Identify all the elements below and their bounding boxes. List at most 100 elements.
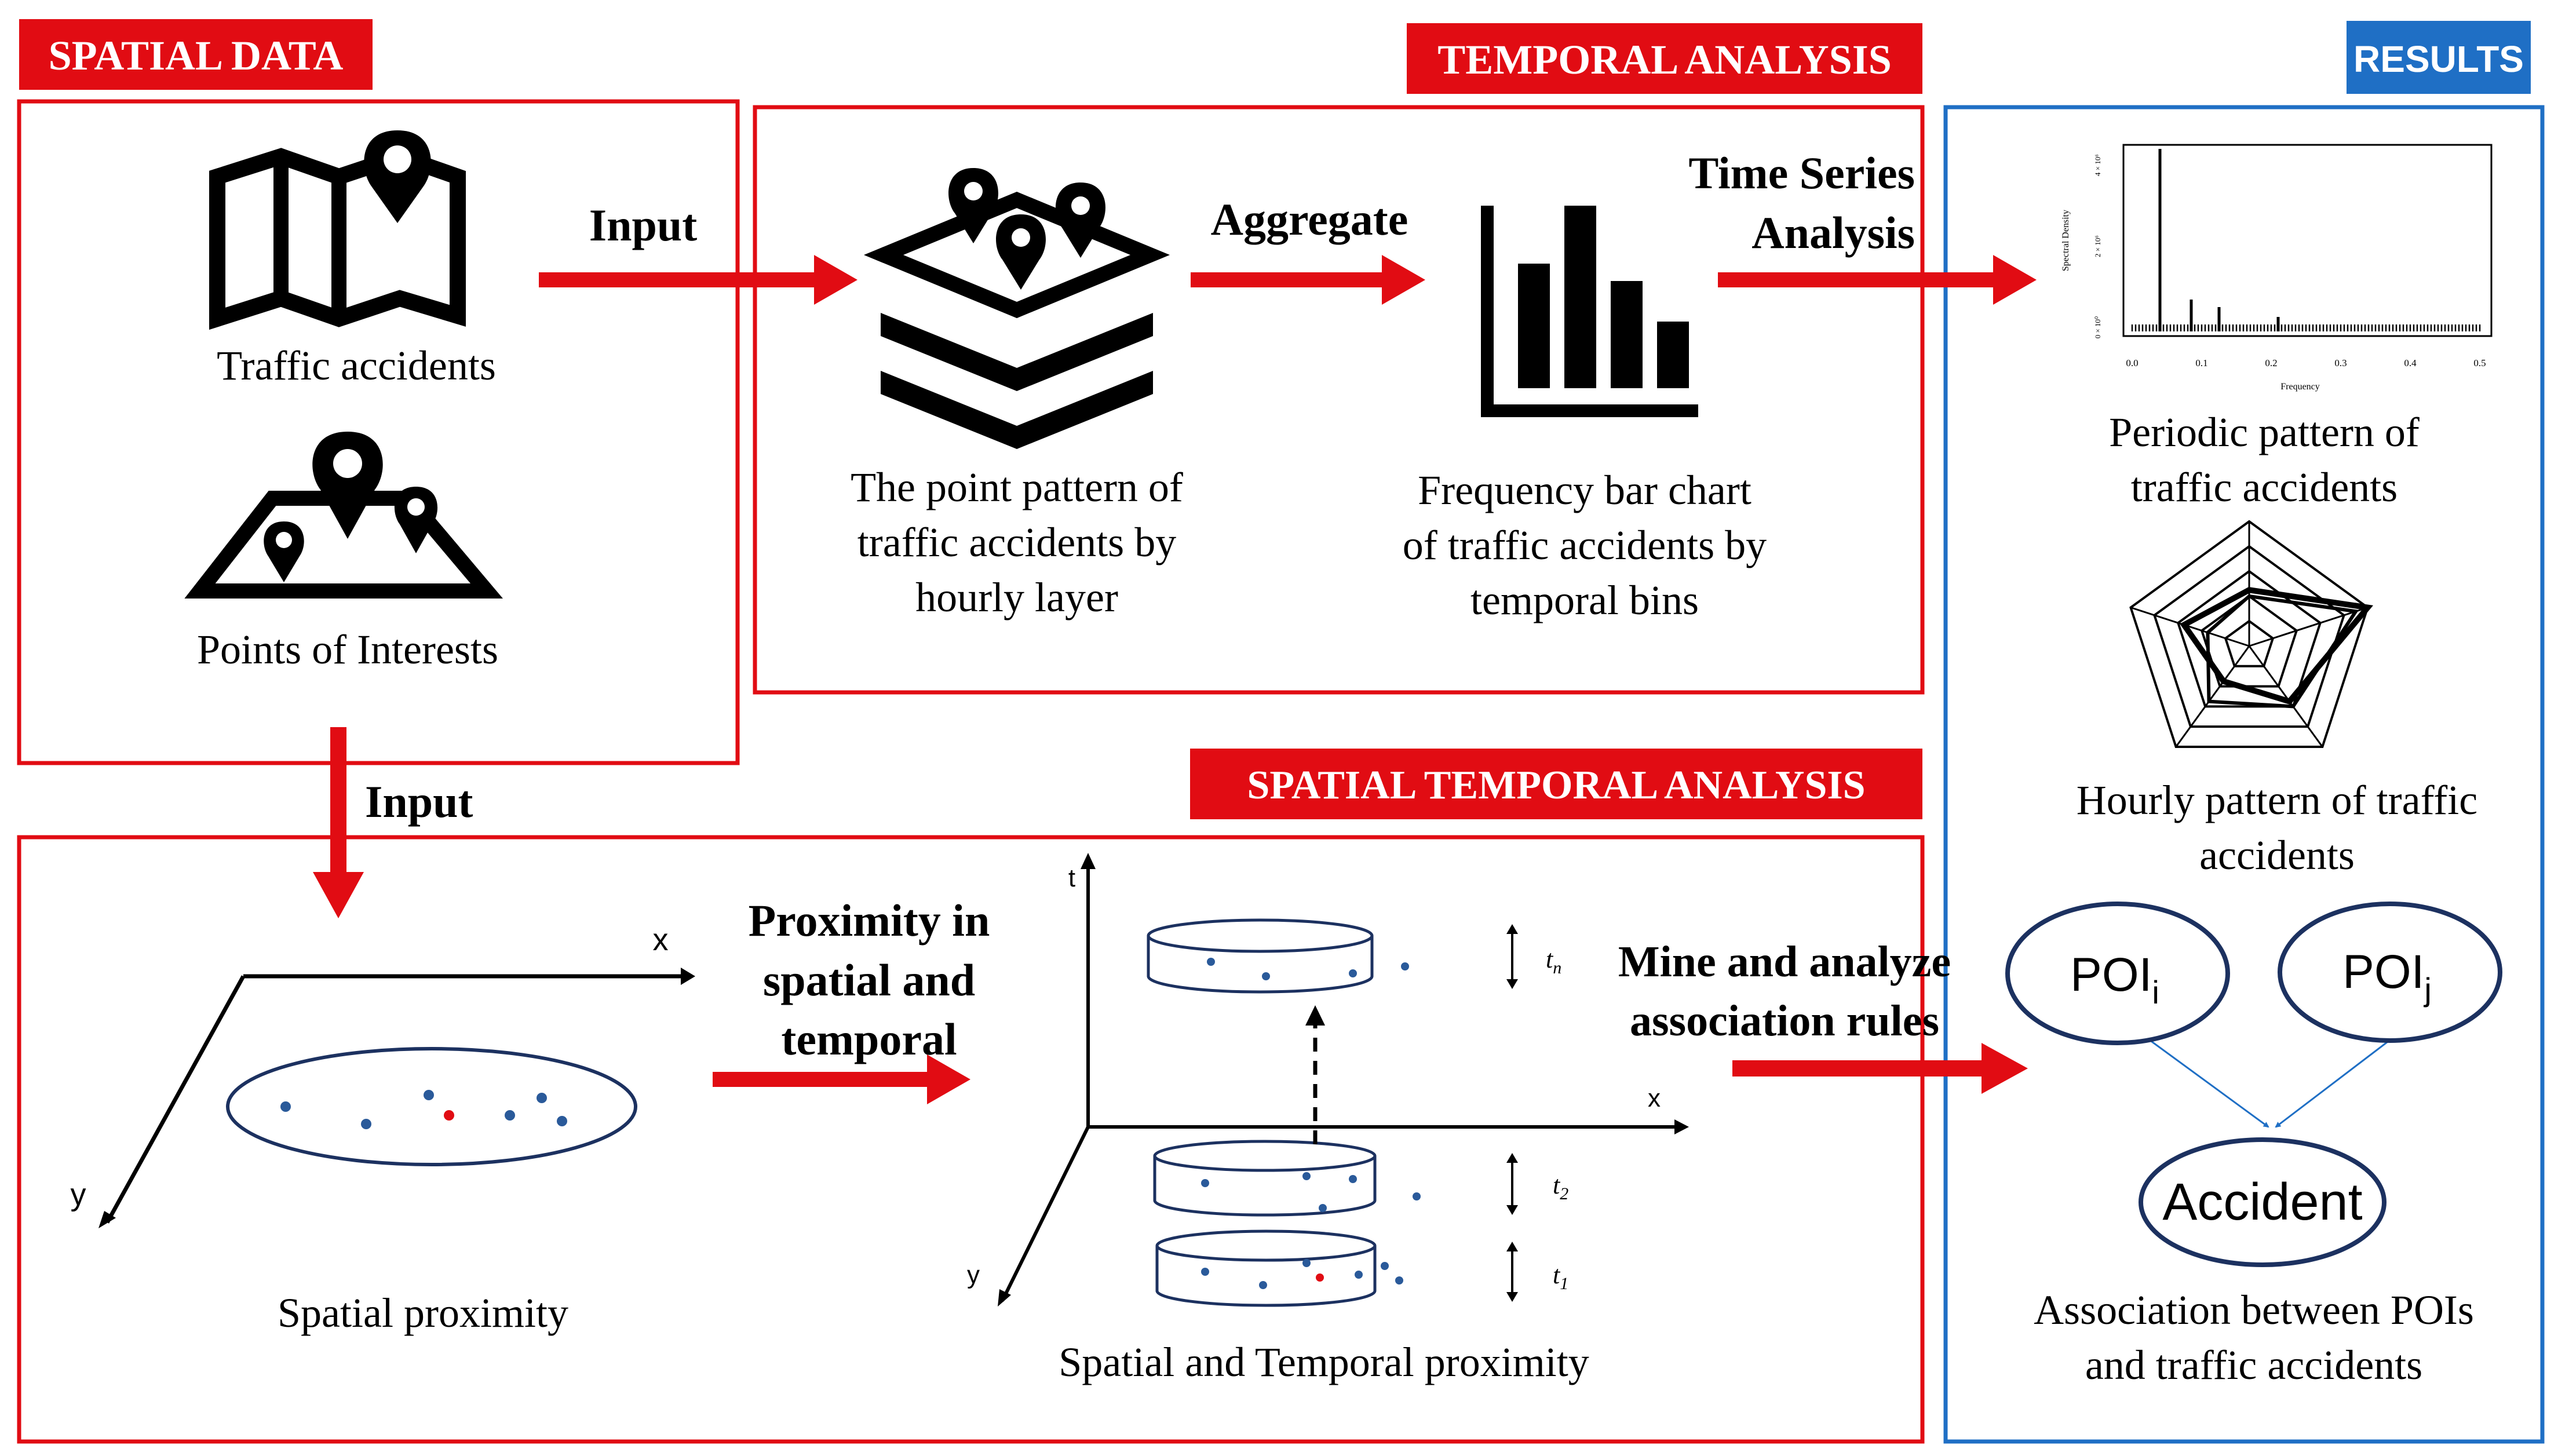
spectrum-x-tick-label: 0.4 [2404,357,2417,368]
input-arrow-down [313,727,364,918]
spectral-density-plot: 0.0 0.1 0.2 0.3 0.4 0.5 0 × 10⁰ 2 × 10⁶ 4 × 10⁶… [2061,144,2493,392]
layer-height-markers [1506,924,1518,1302]
spectrum-y-tick-label: 4 × 10⁶ [2093,154,2102,176]
temporal-analysis-box [753,105,1925,695]
spatial-data-header-text: SPATIAL DATA [49,32,344,79]
periodic-pattern-line-1: Periodic pattern of [2109,409,2420,455]
spatial-points [280,1090,567,1129]
time-series-arrow [1718,255,2037,305]
point-pattern-line-2: traffic accidents by [857,519,1176,565]
st-axes [998,853,1689,1307]
input-down-label: Input [365,776,473,827]
spectrum-x-axis-label: Frequency [2280,382,2320,392]
spectrum-y-tick-label: 2 × 10⁶ [2093,235,2102,257]
aggregate-arrow [1191,255,1425,305]
mine-label-2: association rules [1630,997,1939,1045]
st-axis-t-label: t [1068,864,1075,892]
poi-j-to-accident-edge [2275,1039,2391,1128]
input-arrow-right [539,255,857,305]
map-pin-icon [209,130,466,330]
spatial-temporal-analysis-header: SPATIAL TEMPORAL ANALYSIS [1190,749,1922,819]
spatial-data-box [17,99,740,765]
spectrum-x-tick-label: 0.0 [2126,357,2138,368]
spatial-data-header: SPATIAL DATA [19,19,373,90]
spatial-axis-y-label: y [71,1177,86,1212]
results-box [1943,105,2545,1444]
hourly-pattern-line-2: accidents [2199,832,2355,878]
st-axis-x-label: x [1648,1084,1661,1112]
results-header: RESULTS [2347,21,2531,94]
spatial-proximity-label: Spatial proximity [278,1290,568,1336]
time-layer-t1 [1155,1229,1403,1307]
proximity-arrow [713,1054,970,1104]
spectrum-y-tick-label: 0 × 10⁰ [2093,316,2102,339]
proximity-label-2: spatial and [763,955,975,1005]
point-pattern-line-3: hourly layer [915,574,1118,621]
time-layer-tn [1147,918,1409,994]
st-axis-y-label: y [967,1261,980,1289]
radar-grid-ring [2176,570,2322,708]
spectrum-y-axis-label: Spectral Density [2061,210,2071,271]
poi-i-label: POIi [2070,948,2159,1010]
spectrum-y-ticks: 0 × 10⁰ 2 × 10⁶ 4 × 10⁶ [2093,154,2102,338]
time-layer-t2 [1153,1140,1421,1217]
point-pattern-line-1: The point pattern of [851,464,1183,510]
radar-series-outer [2180,587,2374,705]
mine-label-1: Mine and analyze [1618,937,1951,986]
spatial-temporal-analysis-header-text: SPATIAL TEMPORAL ANALYSIS [1247,763,1865,808]
spectrum-x-tick-label: 0.5 [2473,357,2486,368]
layer-t1-label: t1 [1553,1261,1568,1293]
points-of-interests-label: Points of Interests [197,626,498,673]
spectrum-x-tick-label: 0.3 [2334,357,2347,368]
radar-grid-ring [2129,520,2369,748]
poi-i-to-accident-edge [2149,1039,2269,1128]
accident-node: Accident [2139,1137,2387,1267]
proximity-label-3: temporal [781,1014,957,1064]
radar-spoke [2249,607,2368,647]
radar-series-inner [2206,594,2359,709]
accident-label: Accident [2162,1173,2362,1231]
radar-spoke [2175,645,2250,747]
proximity-label-1: Proximity in [749,895,990,946]
association-line-1: Association between POIs [2034,1287,2474,1333]
spectrum-x-ticks: 0.0 0.1 0.2 0.3 0.4 0.5 [2126,357,2486,368]
freq-chart-line-1: Frequency bar chart [1418,467,1751,513]
poi-j-node: POIj [2278,902,2502,1043]
radar-chart [2129,520,2374,748]
results-header-text: RESULTS [2353,38,2524,80]
radar-spoke [2248,645,2323,747]
spectrum-x-tick-label: 0.2 [2265,357,2277,368]
spatial-temporal-box [17,835,1925,1444]
periodic-pattern-line-2: traffic accidents [2131,464,2398,510]
spatial-axes [98,968,695,1228]
input-arrow-label: Input [589,200,697,250]
layer-t2-label: t2 [1553,1171,1568,1203]
radar-spoke [2130,607,2250,647]
freq-chart-line-2: of traffic accidents by [1403,522,1767,568]
time-series-label-1: Time Series [1688,148,1915,198]
poi-j-label: POIj [2342,946,2432,1008]
poi-i-node: POIi [2005,902,2230,1045]
mine-arrow [1732,1043,2028,1094]
st-proximity-label: Spatial and Temporal proximity [1059,1339,1589,1385]
freq-chart-line-3: temporal bins [1470,577,1699,623]
radar-grid-ring [2224,619,2275,667]
location-pins-icon [184,432,503,599]
traffic-accidents-label: Traffic accidents [217,342,496,389]
radar-grid [2129,520,2369,748]
spatial-axis-x-label: x [653,922,669,957]
aggregate-label: Aggregate [1211,194,1408,245]
spectrum-bars [2131,149,2481,331]
time-progression-dashed-arrow [1305,1005,1325,1144]
temporal-analysis-header: TEMPORAL ANALYSIS [1407,23,1922,94]
bar-chart-icon [1481,206,1698,417]
spectrum-x-tick-label: 0.1 [2195,357,2207,368]
time-series-label-2: Analysis [1751,207,1915,258]
spatial-proximity-ellipse [226,1047,637,1166]
temporal-analysis-header-text: TEMPORAL ANALYSIS [1437,37,1892,83]
association-line-2: and traffic accidents [2085,1342,2422,1388]
layer-tn-label: tn [1546,945,1561,977]
layers-icon [863,168,1170,449]
